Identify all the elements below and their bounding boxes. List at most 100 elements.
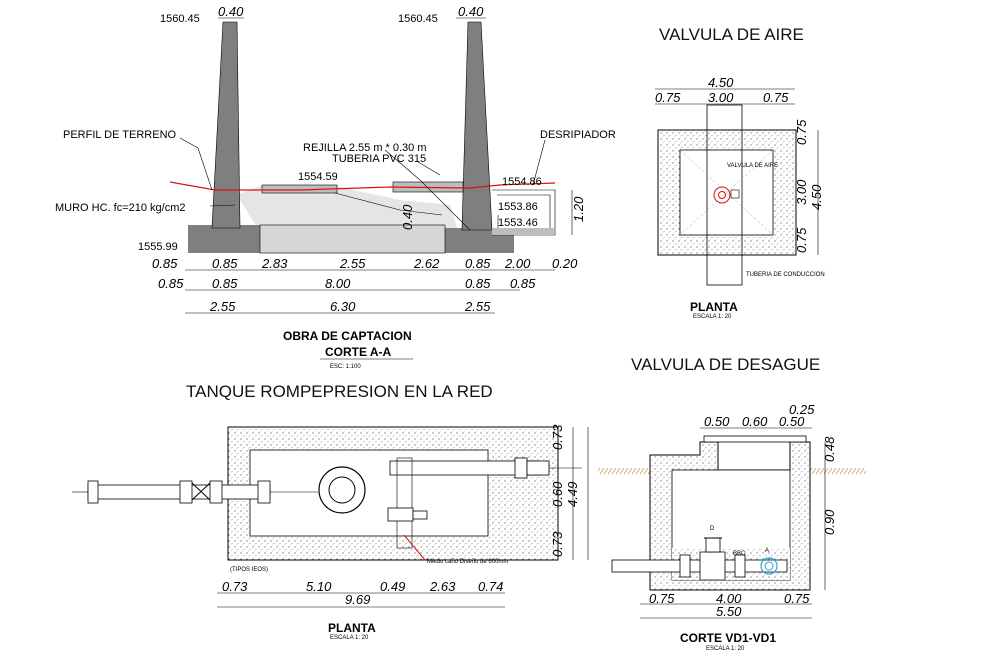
tanque-section: TANQUE ROMPEPRESION EN LA RED Medio caño… (72, 382, 589, 641)
elev-right-top: 1560.45 (398, 13, 438, 25)
captacion-row1-dim-1: 0.85 (152, 256, 178, 271)
aire-dim-right-2: 3.00 (794, 179, 809, 205)
wall-top-right-dim: 0.40 (458, 4, 484, 19)
tanque-total-dim: 9.69 (345, 592, 370, 607)
desague-dim-bottom-2: 4.00 (716, 591, 742, 606)
elev-left-top: 1560.45 (160, 13, 200, 25)
ground-left (598, 468, 650, 474)
captacion-row1-dim-6: 0.85 (465, 256, 491, 271)
captacion-row3-dim-1: 2.55 (209, 299, 236, 314)
inlet-valve-icon (191, 482, 211, 501)
aire-dim-top-2: 3.00 (708, 90, 734, 105)
tanque-dim-bottom-2: 5.10 (306, 579, 332, 594)
aire-valve-label: VALVULA DE AIRE (727, 163, 778, 169)
tanque-dim-bottom-5: 0.74 (478, 579, 503, 594)
aire-dim-right-total: 4.50 (809, 184, 824, 210)
captacion-subtitle: CORTE A-A (325, 345, 392, 359)
right-wall (461, 21, 493, 231)
desague-section-title: CORTE VD1-VD1 (680, 631, 776, 645)
captacion-row2-dim-1: 0.85 (158, 276, 184, 291)
tanque-dim-bottom-1: 0.73 (222, 579, 248, 594)
cleanout-icon (760, 557, 778, 575)
aire-total-dim: 4.50 (708, 75, 734, 90)
desague-dim-top-3: 0.50 (779, 414, 805, 429)
captacion-row3-dim-2: 6.30 (330, 299, 356, 314)
desripiador-label: DESRIPIADOR (540, 129, 616, 141)
desague-total-dim: 5.50 (716, 604, 742, 619)
muro-label: MURO HC. fc=210 kg/cm2 (55, 202, 186, 214)
tanque-dimension-row: 0.73 5.10 0.49 2.63 0.74 (222, 579, 503, 594)
aire-dim-right-1: 0.75 (794, 119, 809, 145)
desague-label-d: D (710, 526, 715, 532)
captacion-title: OBRA DE CAPTACION (283, 329, 412, 343)
desague-title: VALVULA DE DESAGUE (631, 355, 820, 374)
elev-1553-46: 1553.46 (498, 217, 538, 229)
tanque-dim-bottom-3: 0.49 (380, 579, 405, 594)
captacion-row1-dim-5: 2.62 (413, 256, 440, 271)
aire-dim-top-3: 0.75 (763, 90, 789, 105)
concrete-fill (237, 185, 458, 232)
desague-dim-025: 0.25 (789, 402, 815, 417)
captacion-row1-dim-4: 2.55 (339, 256, 366, 271)
desague-dim-right-1: 0.48 (822, 436, 837, 462)
inlet-pipe (87, 484, 271, 500)
ground-right (810, 468, 866, 474)
drain-valve-icon (699, 551, 726, 581)
valvula-aire-title: VALVULA DE AIRE (659, 25, 804, 44)
tanque-dim-right-3: 0.73 (550, 531, 565, 557)
perfil-label: PERFIL DE TERRENO (63, 129, 177, 141)
terrain-profile (169, 181, 556, 191)
captacion-row1-dim-3: 2.83 (261, 256, 288, 271)
floor-slab (259, 224, 446, 254)
captacion-row1-dim-8: 0.20 (552, 256, 578, 271)
elev-1554-59: 1554.59 (298, 171, 338, 183)
aire-plan-title: PLANTA (690, 300, 738, 314)
elev-1554-86: 1554.86 (502, 176, 542, 188)
captacion-row2-dim-5: 0.85 (510, 276, 536, 291)
dim-040-vertical: 0.40 (400, 204, 415, 230)
tuberia-label: TUBERIA PVC 315 (332, 153, 426, 165)
aire-pipe-label: TUBERIA DE CONDUCCION (746, 272, 825, 278)
aire-pipe (706, 104, 743, 286)
captacion-scale: ESC: 1:100 (330, 364, 361, 370)
tanque-note: Medio caño Diseño de 600mm (427, 559, 508, 565)
captacion-row2-dim-3: 8.00 (325, 276, 351, 291)
desague-dim-bottom-3: 0.75 (784, 591, 810, 606)
aire-dim-right-3: 0.75 (794, 227, 809, 253)
base-slab (188, 225, 263, 253)
captacion-row2-dim-4: 0.85 (465, 276, 491, 291)
tanque-dim-right-total: 4.49 (565, 482, 580, 507)
dimension-row-2: 0.85 0.85 8.00 0.85 0.85 (158, 276, 536, 291)
captacion-section: 1560.45 0.40 1560.45 0.40 PERFIL DE TERR… (55, 4, 616, 370)
tanque-plan-scale: ESCALA 1: 20 (330, 635, 369, 641)
dimension-row-1: 0.85 0.85 2.83 2.55 2.62 0.85 2.00 0.20 (152, 256, 578, 271)
desague-dim-bottom-1: 0.75 (649, 591, 675, 606)
left-wall (211, 21, 241, 229)
dim-120-vertical: 1.20 (571, 196, 586, 222)
desague-section: VALVULA DE DESAGUE 0.25 0.50 0.60 0.50 D… (598, 355, 866, 652)
desague-label-bbc: BBC (733, 551, 746, 557)
captacion-row1-dim-2: 0.85 (212, 256, 238, 271)
rejilla-label: REJILLA 2.55 m * 0.30 m (303, 142, 427, 154)
tanque-tipos: (TIPOS IEOS) (230, 567, 268, 573)
aire-valve-icon (713, 186, 731, 204)
valvula-aire-section: VALVULA DE AIRE 4.50 0.75 3.00 0.75 VALV… (655, 25, 825, 320)
tanque-dim-right-1: 0.73 (550, 424, 565, 450)
captacion-row2-dim-2: 0.85 (212, 276, 238, 291)
elev-1553-86: 1553.86 (498, 201, 538, 213)
desague-dim-right-2: 0.90 (822, 509, 837, 535)
desague-label-a: A (765, 548, 769, 554)
tanque-plan-title: PLANTA (328, 621, 376, 635)
desague-section-scale: ESCALA 1: 20 (706, 646, 745, 652)
tanque-dim-bottom-4: 2.63 (429, 579, 456, 594)
tanque-dim-right-2: 0.60 (550, 481, 565, 507)
tanque-title: TANQUE ROMPEPRESION EN LA RED (186, 382, 493, 401)
desague-dim-top-2: 0.60 (742, 414, 768, 429)
wall-top-left-dim: 0.40 (218, 4, 244, 19)
desague-dim-top-1: 0.50 (704, 414, 730, 429)
captacion-row1-dim-7: 2.00 (504, 256, 531, 271)
elev-1555-99: 1555.99 (138, 241, 178, 253)
